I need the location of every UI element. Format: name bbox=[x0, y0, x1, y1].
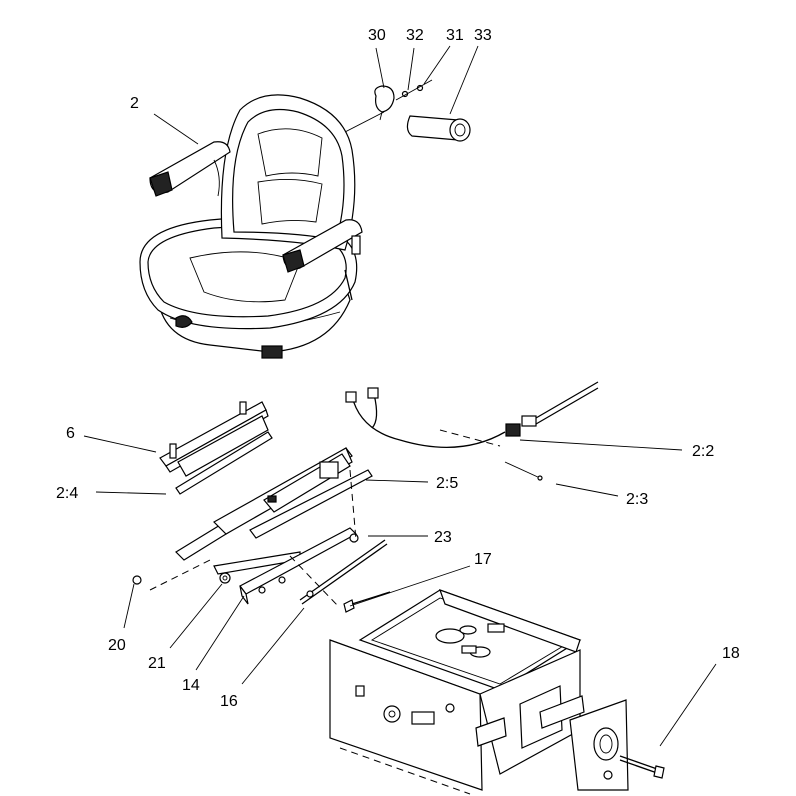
callout-2-4: 2:4 bbox=[56, 485, 78, 502]
frame bbox=[329, 589, 665, 795]
callout-32: 32 bbox=[406, 27, 424, 44]
callout-20: 20 bbox=[108, 637, 126, 654]
slide-rails bbox=[132, 401, 391, 613]
knob-assembly bbox=[374, 79, 471, 142]
callouts: 30 32 31 33 2 6 2:2 2:4 2:5 2:3 23 17 20… bbox=[56, 27, 740, 710]
callout-18: 18 bbox=[722, 645, 740, 662]
callout-2: 2 bbox=[130, 95, 139, 112]
callout-2-3: 2:3 bbox=[626, 491, 648, 508]
callout-14: 14 bbox=[182, 677, 200, 694]
wire-harness bbox=[345, 381, 599, 481]
callout-23: 23 bbox=[434, 529, 452, 546]
callout-31: 31 bbox=[446, 27, 464, 44]
leader-lines bbox=[83, 45, 717, 747]
callout-2-5: 2:5 bbox=[436, 475, 458, 492]
callout-21: 21 bbox=[148, 655, 166, 672]
callout-33: 33 bbox=[474, 27, 492, 44]
callout-16: 16 bbox=[220, 693, 238, 710]
seat bbox=[139, 94, 363, 359]
callout-17: 17 bbox=[474, 551, 492, 568]
callout-30: 30 bbox=[368, 27, 386, 44]
callout-2-2: 2:2 bbox=[692, 443, 714, 460]
callout-6: 6 bbox=[66, 425, 75, 442]
